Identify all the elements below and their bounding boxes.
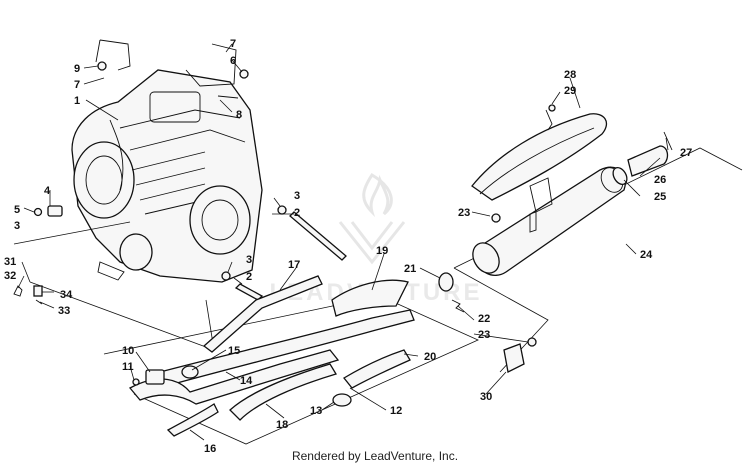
bolt-11-icon [132,378,140,386]
exhaust-pipe-16 [166,403,219,437]
callout-7-right: 7 [230,38,236,50]
callout-12: 12 [390,405,402,417]
callout-23-right: 23 [478,329,490,341]
washer-5-icon [33,207,43,217]
callout-26: 26 [654,174,666,186]
washer-3b-icon [221,271,231,281]
engine-bracket-right [185,43,237,87]
callout-20: 20 [424,351,436,363]
bolt-27-icon [663,131,673,151]
washer-3-icon [277,205,287,215]
callout-3-lower: 3 [246,254,252,266]
exhaust-pipe-14 [159,309,415,387]
callout-25: 25 [654,191,666,203]
flange-10-icon [145,369,165,385]
callout-3-left: 3 [14,220,20,232]
callout-1: 1 [74,95,80,107]
nut-23b-icon [527,337,537,347]
muffler [472,166,626,276]
spark-arrestor-26-icon [627,145,669,177]
sensor-32-icon [13,285,23,297]
footer-credit: Rendered by LeadVenture, Inc. [291,449,459,463]
callout-27: 27 [680,147,692,159]
callout-28: 28 [564,69,576,81]
callout-10: 10 [122,345,134,357]
assembly-outline-exhaust [103,295,479,445]
callout-15: 15 [228,345,240,357]
nut-9-icon [97,61,107,71]
engine-bracket-left [95,39,131,71]
engine-assembly [71,69,263,283]
bolt-8-icon [217,95,239,99]
callout-16: 16 [204,443,216,455]
callout-14: 14 [240,375,253,387]
heat-shield-17 [202,275,323,353]
callout-3-right: 3 [294,190,300,202]
callout-2-lower: 2 [246,271,252,283]
callout-19: 19 [376,245,388,257]
heat-shield-19 [331,279,409,317]
callout-13: 13 [310,405,322,417]
callouts: 9 7 1 7 6 8 4 5 3 3 2 3 2 31 32 34 33 17… [4,38,692,455]
bushing-4-icon [47,205,63,217]
callout-29: 29 [564,85,576,97]
callout-5: 5 [14,204,20,216]
long-bolt-2-icon [289,211,347,261]
callout-2-right: 2 [294,207,300,219]
callout-34: 34 [60,289,73,301]
callout-7-left: 7 [74,79,80,91]
callout-30: 30 [480,391,492,403]
callout-31: 31 [4,256,16,268]
callout-8: 8 [236,109,242,121]
nut-23-icon [491,213,501,223]
callout-21: 21 [404,263,416,275]
callout-23-top: 23 [458,207,470,219]
callout-18: 18 [276,419,288,431]
bolt-2b-icon [234,283,264,301]
bracket-30-icon [503,343,525,373]
clamp-13-icon [332,393,352,407]
callout-32: 32 [4,270,16,282]
washer-33-icon [35,299,43,305]
callout-24: 24 [640,249,653,261]
exhaust-pipe-18 [229,363,337,421]
callout-22: 22 [478,313,490,325]
fitting-34-icon [33,285,43,297]
muffler-heat-shield [471,104,607,201]
callout-9: 9 [74,63,80,75]
callout-17: 17 [288,259,300,271]
callout-11: 11 [122,361,134,373]
heat-shield-20 [343,349,411,389]
callout-6: 6 [230,55,236,67]
gasket-21-icon [438,272,454,292]
callout-4: 4 [44,185,51,197]
gasket-25-icon [612,166,628,186]
leader-lines [17,43,669,441]
callout-33: 33 [58,305,70,317]
